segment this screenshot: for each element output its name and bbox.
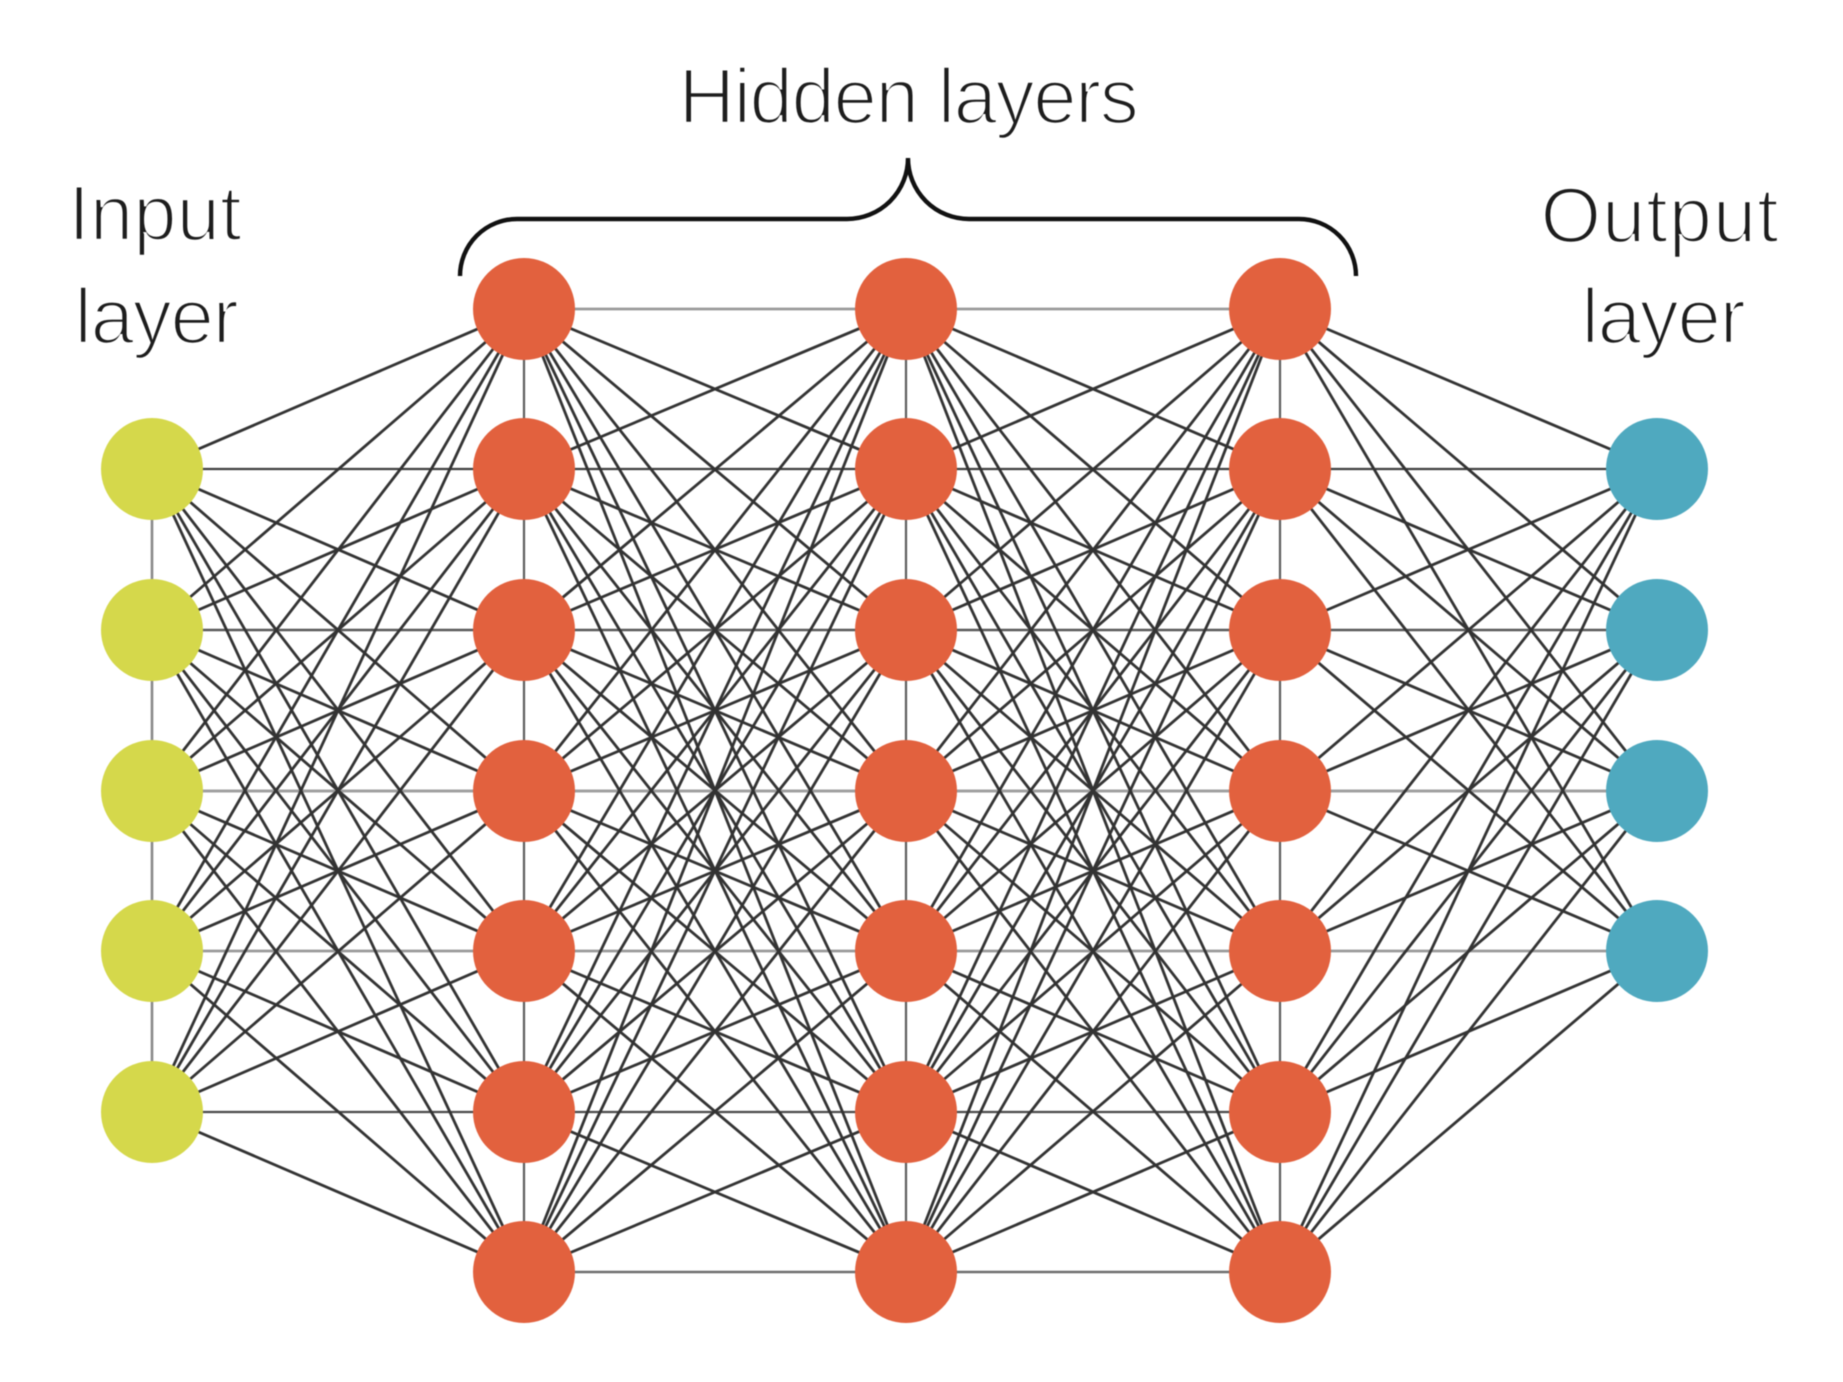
svg-text:Hidden layers: Hidden layers — [679, 52, 1138, 140]
svg-text:Output: Output — [1541, 171, 1780, 259]
svg-text:layer: layer — [1581, 272, 1744, 360]
svg-text:Input: Input — [68, 169, 242, 257]
svg-text:layer: layer — [74, 272, 237, 360]
